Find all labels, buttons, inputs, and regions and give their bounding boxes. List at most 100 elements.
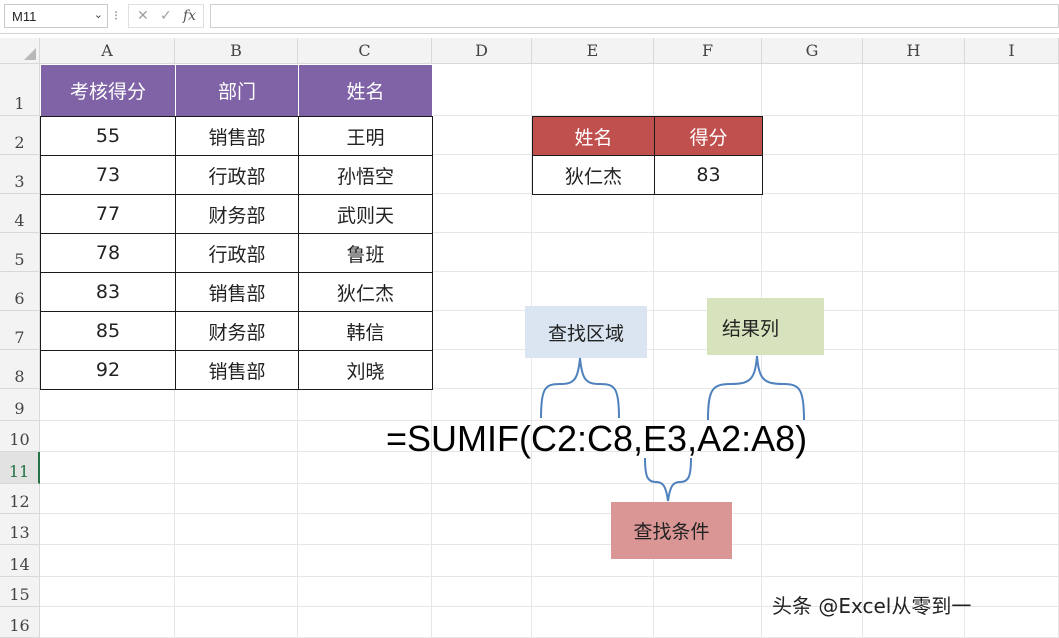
grid-row-line: [40, 388, 1059, 389]
row-number: 16: [9, 616, 30, 635]
cancel-icon[interactable]: ✕: [137, 8, 149, 24]
row-number: 10: [9, 430, 30, 449]
column-header-b[interactable]: B: [175, 38, 298, 64]
formula-buttons: ✕ ✓ fx: [128, 4, 204, 28]
row-number: 11: [8, 462, 30, 481]
grid-row-line: [40, 420, 1059, 421]
formula-bar: M11 ⌄ ⁝ ✕ ✓ fx: [0, 0, 1059, 34]
row-number: 14: [9, 555, 30, 574]
lookup-range-brace: [540, 357, 620, 419]
table-cell[interactable]: 77: [40, 194, 176, 234]
result-header-cell[interactable]: 姓名: [532, 116, 655, 156]
row-header-6[interactable]: 6: [0, 272, 40, 311]
grid-column-line: [653, 64, 654, 637]
table-cell[interactable]: 鲁班: [298, 233, 433, 273]
row-number: 5: [14, 250, 25, 269]
row-header-16[interactable]: 16: [0, 607, 40, 638]
lookup-condition-brace: [644, 457, 692, 502]
braces: [540, 355, 805, 502]
result-column-note: 结果列: [707, 298, 824, 355]
row-number: 1: [14, 94, 25, 113]
grid-column-line: [964, 64, 965, 637]
row-header-15[interactable]: 15: [0, 577, 40, 607]
row-number: 15: [9, 585, 30, 604]
grid-row-line: [40, 513, 1059, 514]
row-header-1[interactable]: 1: [0, 64, 40, 116]
column-header-h[interactable]: H: [863, 38, 965, 64]
row-number: 3: [14, 172, 25, 191]
column-header-i[interactable]: I: [965, 38, 1059, 64]
drag-handle-icon[interactable]: ⁝: [114, 9, 119, 24]
row-header-12[interactable]: 12: [0, 484, 40, 514]
result-cell[interactable]: 狄仁杰: [532, 155, 655, 195]
row-header-3[interactable]: 3: [0, 155, 40, 194]
row-number: 2: [14, 133, 25, 152]
row-number: 4: [14, 211, 25, 230]
row-number: 13: [9, 523, 30, 542]
column-header-d[interactable]: D: [432, 38, 532, 64]
formula-input[interactable]: [210, 4, 1059, 28]
select-all-button[interactable]: [0, 38, 40, 64]
grid-row-line: [40, 576, 1059, 577]
column-header-c[interactable]: C: [298, 38, 432, 64]
row-header-9[interactable]: 9: [0, 389, 40, 421]
name-box[interactable]: M11 ⌄: [4, 4, 108, 28]
table-cell[interactable]: 78: [40, 233, 176, 273]
result-column-label: 结果列: [722, 318, 780, 340]
row-header-10[interactable]: 10: [0, 421, 40, 452]
table-cell[interactable]: 王明: [298, 116, 433, 156]
row-header-14[interactable]: 14: [0, 545, 40, 577]
table-header-cell[interactable]: 姓名: [298, 64, 433, 117]
grid-row-line: [40, 271, 1059, 272]
column-header-e[interactable]: E: [532, 38, 654, 64]
table-cell[interactable]: 85: [40, 311, 176, 351]
grid-row-line: [40, 115, 1059, 116]
table-cell[interactable]: 83: [40, 272, 176, 312]
grid-row-line: [40, 232, 1059, 233]
lookup-range-label: 查找区域: [547, 322, 624, 345]
table-cell[interactable]: 销售部: [175, 272, 299, 312]
row-header-11[interactable]: 11: [0, 452, 40, 484]
result-column-brace: [707, 355, 805, 421]
row-header-5[interactable]: 5: [0, 233, 40, 272]
table-cell[interactable]: 行政部: [175, 233, 299, 273]
row-number: 12: [9, 492, 30, 511]
row-number: 8: [14, 367, 25, 386]
cell-reference: M11: [12, 9, 37, 24]
column-header-f[interactable]: F: [654, 38, 762, 64]
grid-column-line: [862, 64, 863, 637]
table-cell[interactable]: 92: [40, 350, 176, 390]
row-header-8[interactable]: 8: [0, 350, 40, 389]
table-cell[interactable]: 刘晓: [298, 350, 433, 390]
grid-row-line: [40, 544, 1059, 545]
confirm-icon[interactable]: ✓: [160, 8, 172, 24]
result-header-cell[interactable]: 得分: [654, 116, 763, 156]
row-header-7[interactable]: 7: [0, 311, 40, 350]
table-cell[interactable]: 销售部: [175, 116, 299, 156]
row-number: 6: [14, 289, 25, 308]
chevron-down-icon[interactable]: ⌄: [93, 8, 103, 21]
table-cell[interactable]: 55: [40, 116, 176, 156]
row-number: 7: [14, 328, 25, 347]
lookup-condition-label: 查找条件: [633, 521, 710, 543]
column-header-a[interactable]: A: [40, 38, 175, 64]
row-header-2[interactable]: 2: [0, 116, 40, 155]
table-cell[interactable]: 销售部: [175, 350, 299, 390]
lookup-condition-note: 查找条件: [611, 502, 732, 559]
grid-row-line: [40, 606, 1059, 607]
row-header-13[interactable]: 13: [0, 514, 40, 545]
grid-row-line: [40, 483, 1059, 484]
table-cell[interactable]: 财务部: [175, 194, 299, 234]
watermark: 头条 @Excel从零到一: [772, 594, 972, 618]
insert-function-icon[interactable]: fx: [183, 8, 197, 24]
column-header-g[interactable]: G: [762, 38, 863, 64]
select-all-icon: [24, 48, 36, 60]
lookup-range-note: 查找区域: [525, 306, 647, 358]
result-cell[interactable]: 83: [654, 155, 763, 195]
table-header-cell[interactable]: 考核得分: [40, 64, 176, 117]
table-cell[interactable]: 武则天: [298, 194, 433, 234]
grid-row-line: [40, 451, 1059, 452]
row-header-4[interactable]: 4: [0, 194, 40, 233]
formula-text: =SUMIF(C2:C8,E3,A2:A8): [386, 418, 808, 459]
